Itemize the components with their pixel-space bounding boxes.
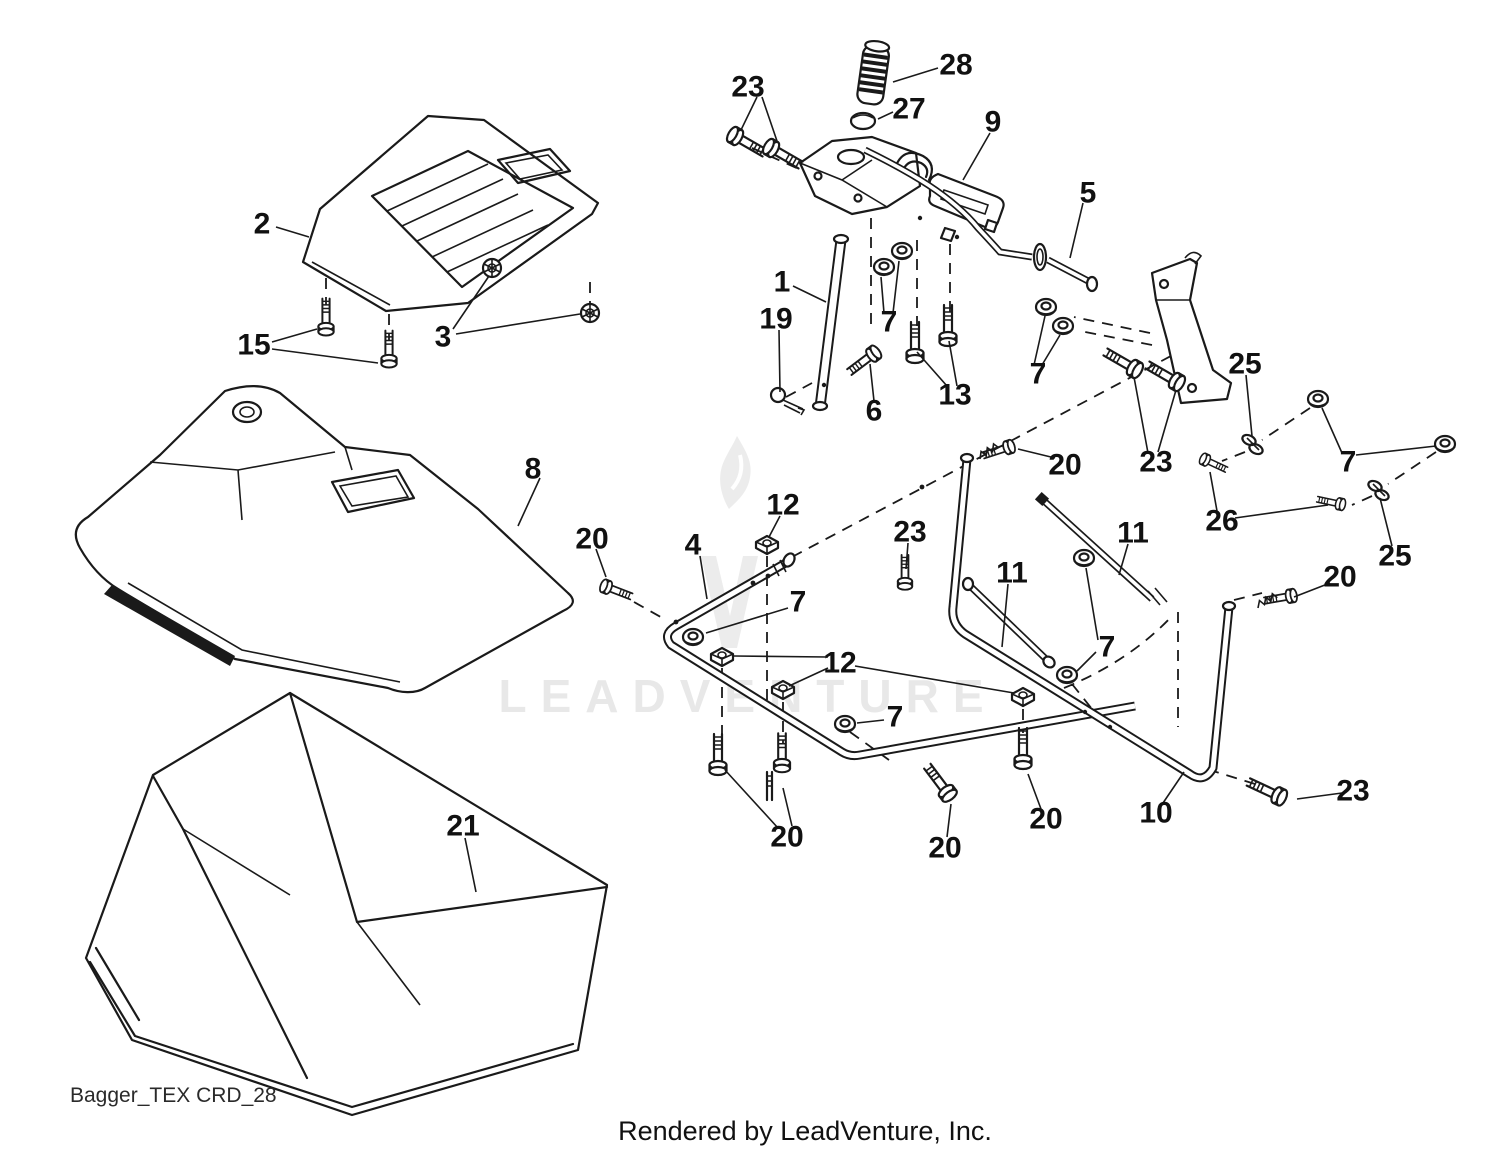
part-2-vent-cover [301,114,600,313]
callout-label: 7 [790,586,807,619]
callout-label: 11 [1117,517,1149,550]
callout-label: 7 [1030,358,1047,391]
leadventure-watermark: LEADVENTURE [498,436,997,722]
callout-label: 15 [237,329,270,362]
callout-label: 20 [575,523,608,556]
callout-label: 19 [759,303,792,336]
part-9-latch [928,172,1005,243]
part-19-cotter-pin [769,386,806,416]
callout-label: 20 [928,832,961,865]
callout-label: 12 [823,647,856,680]
callout-label: 11 [996,557,1028,590]
leader-lines [271,67,1437,893]
callout-label: 23 [1139,446,1172,479]
part-1-tube [811,233,850,412]
callout-label: 4 [685,529,702,562]
rendered-by-text: Rendered by LeadVenture, Inc. [618,1116,992,1146]
dashed-assembly-lines [325,147,1437,785]
part-28-grip [856,39,891,106]
watermark-text: LEADVENTURE [498,670,997,722]
callout-label: 5 [1080,177,1097,210]
callout-label: 7 [1340,446,1357,479]
part-4-frame [663,552,1136,761]
part-8-top-cover [74,385,574,694]
callout-label: 13 [938,379,971,412]
callout-label: 7 [1099,631,1116,664]
part-11-rods [961,491,1168,669]
part-10-frame [948,452,1237,783]
callout-label: 20 [770,821,803,854]
callout-label: 8 [525,453,542,486]
flame-logo [720,436,751,509]
callout-label: 3 [435,321,452,354]
callout-label: 20 [1029,803,1062,836]
callout-label: 1 [774,266,791,299]
callout-label: 2 [254,208,271,241]
fasteners [597,215,1457,809]
callout-label: 23 [1336,775,1369,808]
callout-labels: 2 15 3 23 28 27 9 5 1 19 7 6 13 7 23 25 … [237,49,1411,865]
callout-label: 10 [1139,797,1172,830]
callout-label: 23 [731,71,764,104]
mount-plate [798,135,922,216]
callout-label: 9 [985,106,1002,139]
drawing-code-text: Bagger_TEX CRD_28 [70,1084,277,1107]
part-5-rod [863,146,1099,293]
part-21-bagger-body [84,691,609,1117]
callout-label: 25 [1228,348,1261,381]
v-logo [701,556,758,648]
callout-label: 23 [893,516,926,549]
callout-label: 21 [446,810,479,843]
callout-label: 7 [881,306,898,339]
callout-label: 6 [866,395,883,428]
callout-label: 20 [1048,449,1081,482]
handle-mount-assembly [723,39,1233,416]
callout-label: 27 [892,93,925,126]
part-27-cap [849,111,877,131]
callout-label: 28 [939,49,972,82]
callout-label: 25 [1378,540,1411,573]
callout-label: 26 [1205,505,1238,538]
callout-label: 12 [766,489,799,522]
pivot-bracket [1150,251,1233,405]
callout-label: 20 [1323,561,1356,594]
callout-label: 7 [887,701,904,734]
